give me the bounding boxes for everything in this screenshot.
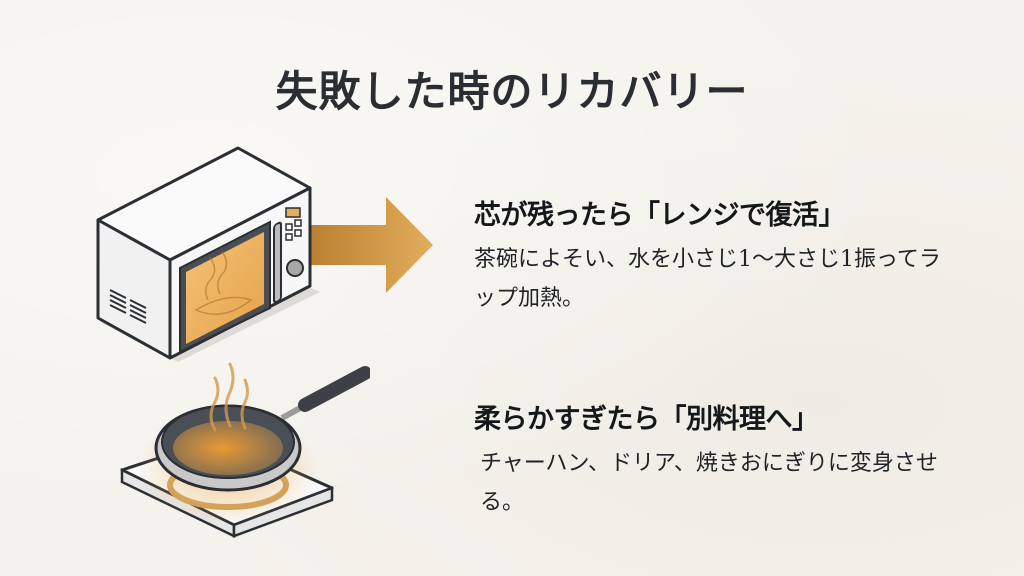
frying-pan-on-stove-icon [120, 362, 370, 538]
section-heading: 芯が残ったら「レンジで復活」 [474, 200, 846, 231]
section-body: チャーハン、ドリア、焼きおにぎりに変身させる。 [480, 451, 938, 515]
recovery-section-repurpose: 柔らかすぎたら「別料理へ」 チャーハン、ドリア、焼きおにぎりに変身させる。 [474, 397, 950, 522]
section-body: 茶碗によそい、水を小さじ1〜大さじ1振ってラップ加熱。 [474, 247, 941, 311]
page-title: 失敗した時のリカバリー [275, 67, 749, 116]
microwave-icon [96, 146, 433, 362]
section-heading: 柔らかすぎたら「別料理へ」 [474, 404, 819, 435]
recovery-section-microwave: 芯が残ったら「レンジで復活」 茶碗によそい、水を小さじ1〜大さじ1振ってラップ加… [474, 193, 944, 318]
